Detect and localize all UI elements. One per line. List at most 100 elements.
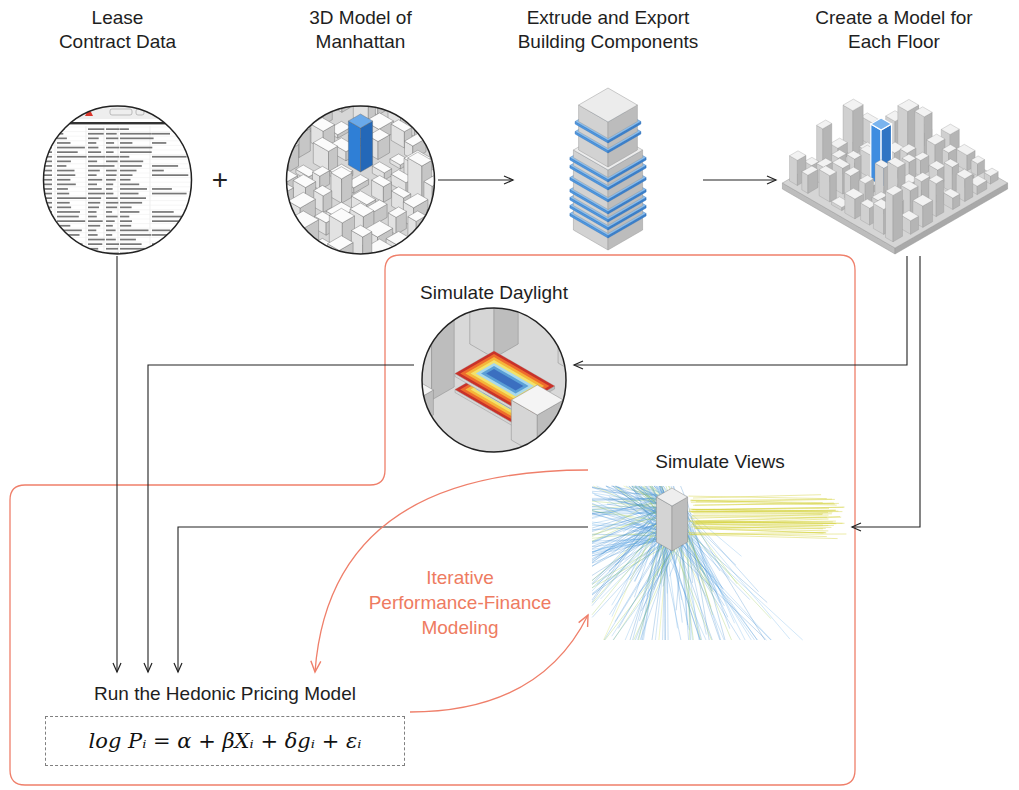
building [400,240,412,262]
cell-text [120,225,131,227]
cell-text [106,151,114,153]
building [314,185,332,196]
cell-text [57,202,70,204]
view-ray [693,495,821,498]
building [929,161,945,170]
building [902,154,916,162]
node-circle [44,106,192,254]
building [434,123,445,148]
building [443,190,458,207]
process-node: Create a Model for Each Floor [776,6,1012,256]
viewing-building [656,488,687,506]
cell-text [88,220,103,222]
cell-text [152,220,189,222]
building [256,161,279,174]
grid-line [40,214,196,215]
cell-text [106,174,117,176]
building [464,145,482,155]
cell-text [106,193,113,195]
cell-text [44,138,52,140]
building [944,163,952,193]
building [177,173,197,184]
building [427,212,444,222]
cell-text [57,207,71,209]
cell-text [44,184,52,186]
cell-text [152,156,187,158]
cell-text [88,142,96,144]
view-ray [592,500,662,600]
building [237,192,248,214]
cell-text [120,257,130,259]
building [392,187,411,198]
cell-text [120,133,152,135]
view-ray [605,535,686,640]
building [292,108,313,120]
cell-text [120,184,139,186]
cell-text [106,170,117,172]
building [277,187,286,212]
building [406,102,426,114]
building [342,255,351,268]
cell-text [120,234,151,236]
building [213,194,239,209]
highlighted-building [361,121,373,172]
cell-text [106,257,118,259]
building [403,194,428,208]
node-heading: 3D Model of Manhattan [305,6,417,54]
view-ray [592,511,660,521]
cell-text [106,248,118,250]
building [893,190,903,242]
cell-text [88,133,104,135]
building [844,167,859,176]
node-circle [422,308,566,452]
building [205,194,217,214]
viewing-building [672,497,688,551]
city-model-image [177,86,541,307]
grid-line [40,154,196,155]
building [391,120,412,132]
cell-text [152,193,187,195]
highlighted-building [348,114,372,128]
sheet-ground [40,104,196,258]
cell-text [120,170,137,172]
building [385,258,411,273]
building [510,167,521,191]
building [898,99,919,111]
building [257,183,265,200]
cell-text [106,234,112,236]
building [339,243,353,294]
building [446,205,467,217]
building [334,95,350,104]
building [372,175,392,186]
building [483,188,495,205]
view-ray [691,509,833,512]
building [196,196,204,213]
building [352,191,376,205]
grid-line [40,127,196,128]
cell-text [106,179,116,181]
building [942,145,956,153]
cell-text [152,133,170,135]
building [843,99,863,111]
building [929,175,944,184]
highlighted-building [871,118,892,130]
building [832,150,847,158]
cell-text [106,243,119,245]
building [913,195,933,206]
building [346,290,360,307]
cell-text [88,138,99,140]
building [410,244,433,257]
building [351,231,362,280]
viewing-building [656,497,672,551]
view-ray [613,540,686,640]
cell-text [120,179,131,181]
grid-line [40,136,196,137]
building [288,192,315,208]
cell-text [106,197,118,199]
building [427,218,434,234]
cell-text [120,174,133,176]
cell-text [88,151,101,153]
building [457,212,467,226]
city-floor-model-image [782,99,1007,254]
